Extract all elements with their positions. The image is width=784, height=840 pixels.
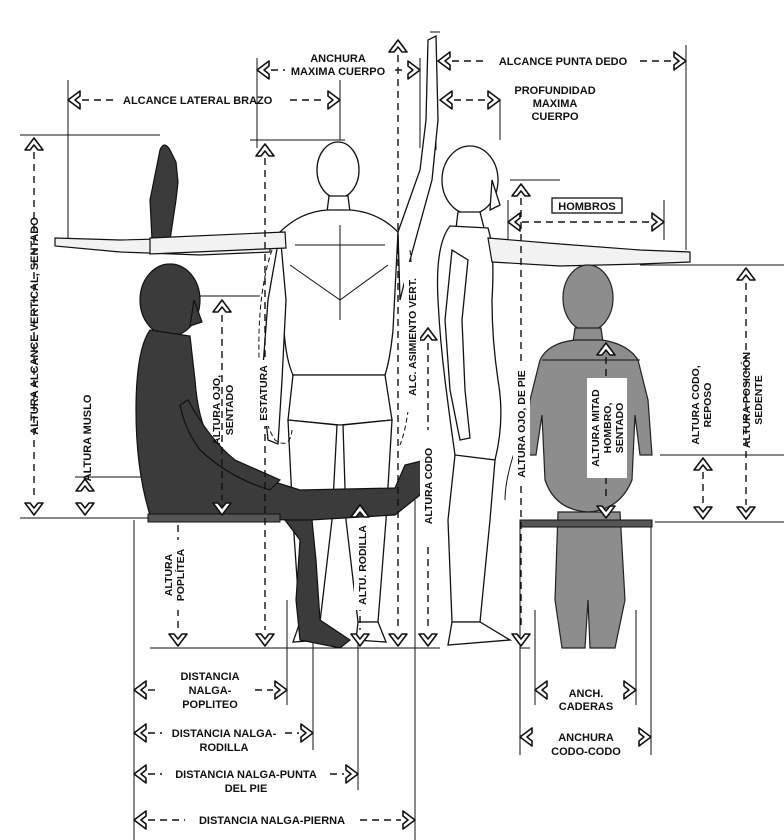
label-altura-mitad-hombro-1: ALTURA MITAD (590, 389, 602, 467)
reference-lines (20, 31, 784, 840)
label-distancia-nalga-pierna: DISTANCIA NALGA-PIERNA (199, 815, 345, 827)
label-distancia-nalga-rodilla-1: DISTANCIA NALGA- (172, 728, 277, 740)
label-altura-posicion-sedente-1: ALTURA POSICIÓN (740, 352, 753, 448)
label-altura-codo-reposo-2: REPOSO (702, 383, 714, 428)
horizontal-dimensions (67, 51, 687, 830)
label-profundidad-1: PROFUNDIDAD (514, 85, 595, 97)
label-distancia-nalga-popliteo-3: POPLITEO (182, 699, 238, 711)
label-anchura-maxima-1: ANCHURA (310, 53, 366, 65)
label-altura-poplitea-1: ALTURA (163, 553, 175, 596)
label-distancia-nalga-popliteo-1: DISTANCIA (180, 671, 239, 683)
label-altura-ojo-sentado-2: SENTADO (224, 385, 236, 436)
label-altura-mitad-hombro-3: SENTADO (614, 403, 626, 454)
seated-side-figure (54, 144, 426, 649)
extended-arm-left (149, 231, 287, 255)
label-alcance-punta-dedo: ALCANCE PUNTA DEDO (499, 56, 628, 68)
label-anchura-maxima-2: MAXIMA CUERPO (291, 66, 386, 78)
label-altura-poplitea-2: POPLÍTEA (174, 548, 187, 601)
label-profundidad-3: CUERPO (531, 111, 579, 123)
label-hombros: HOMBROS (558, 201, 615, 213)
label-altura-codo-reposo-1: ALTURA CODO, (690, 365, 702, 444)
label-distancia-nalga-punta-2: DEL PIE (225, 783, 268, 795)
label-altura-muslo: ALTURA MUSLO (82, 394, 94, 481)
label-alc-asiento-vert: ALC. ASIMIENTO VERT. (407, 278, 419, 396)
label-altura-posicion-sedente-2: SEDENTE (753, 375, 765, 425)
label-estatura: ESTATURA (258, 365, 270, 421)
label-anchura-codo-codo-1: ANCHURA (558, 732, 614, 744)
label-altura-ojo-de-pie: ALTURA OJO, DE PIE (516, 370, 528, 477)
label-alcance-lateral-brazo: ALCANCE LATERAL BRAZO (123, 95, 273, 107)
label-altu-rodilla: ALTU. RODILLA (357, 525, 369, 605)
dimension-labels: ALCANCE LATERAL BRAZO ANCHURA MAXIMA CUE… (29, 53, 765, 827)
label-anch-caderas-1: ANCH. (569, 688, 604, 700)
label-altura-ojo-sentado-1: ALTURA OJO, (211, 375, 223, 445)
label-altura-codo: ALTURA CODO (423, 448, 435, 524)
label-anchura-codo-codo-2: CODO-CODO (551, 746, 621, 758)
label-distancia-nalga-punta-1: DISTANCIA NALGA-PUNTA (175, 769, 317, 781)
standing-side-figure (436, 145, 691, 646)
seated-back-figure (519, 264, 653, 649)
label-distancia-nalga-rodilla-2: RODILLA (200, 742, 249, 754)
label-altura-alcance-vertical-sentado: ALTURA ALCANCE VERTICAL, SENTADO (29, 217, 41, 435)
label-anch-caderas-2: CADERAS (559, 701, 613, 713)
label-altura-mitad-hombro-2: HOMBRO, (602, 403, 614, 454)
label-distancia-nalga-popliteo-2: NALGA- (189, 685, 232, 697)
label-profundidad-2: MAXIMA (533, 98, 578, 110)
